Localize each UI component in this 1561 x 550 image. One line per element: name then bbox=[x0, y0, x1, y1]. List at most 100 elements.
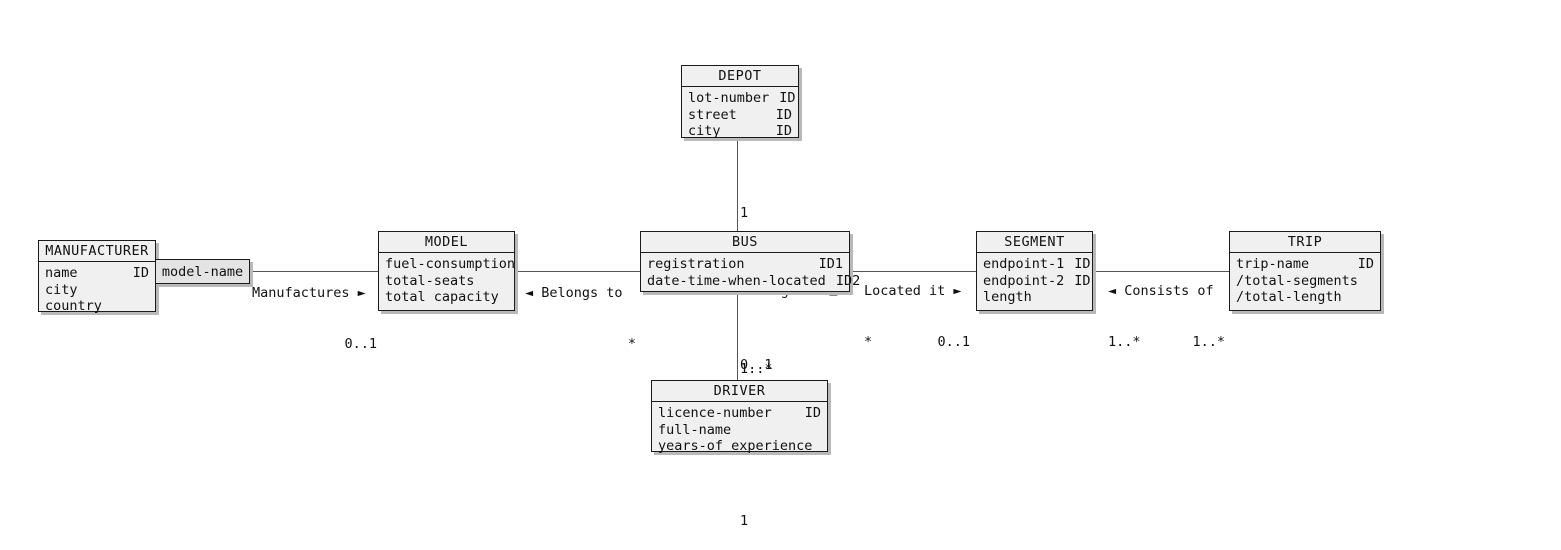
qualifier-model-name[interactable]: model-name bbox=[155, 259, 250, 284]
attribute-name: endpoint-1 bbox=[983, 256, 1065, 272]
entity-depot-title: DEPOT bbox=[682, 66, 798, 87]
connector-model-bus bbox=[515, 271, 641, 272]
attribute-row: lot-number ID bbox=[688, 90, 796, 107]
entity-trip-attributes: trip-name ID /total-segments /total-leng… bbox=[1230, 253, 1380, 310]
attribute-key: ID bbox=[1074, 256, 1091, 272]
attribute-name: country bbox=[45, 298, 102, 314]
entity-model-attributes: fuel-consumption total-seats total capac… bbox=[379, 253, 515, 310]
entity-depot-attributes: lot-number ID street ID city ID bbox=[682, 87, 798, 144]
attribute-row: name ID bbox=[45, 265, 149, 282]
entity-trip-title: TRIP bbox=[1230, 232, 1380, 253]
relationship-located-it-multiplicities: * 0..1 bbox=[864, 334, 970, 351]
attribute-row: total capacity bbox=[385, 289, 508, 306]
attribute-row: total-seats bbox=[385, 273, 508, 290]
attribute-name: years-of experience bbox=[658, 438, 813, 454]
attribute-row: registration ID1 bbox=[647, 256, 843, 273]
multiplicity-right: 1..* bbox=[1192, 334, 1225, 350]
connector-bus-driver bbox=[737, 291, 738, 381]
attribute-row: fuel-consumption bbox=[385, 256, 515, 273]
entity-driver-attributes: licence-number ID full-name years-of exp… bbox=[652, 402, 827, 459]
entity-manufacturer-attributes: name ID city country bbox=[39, 262, 155, 319]
attribute-row: full-name bbox=[658, 422, 821, 439]
attribute-name: registration bbox=[647, 256, 745, 272]
relationship-located-it: Located it ► * 0..1 bbox=[864, 249, 970, 385]
attribute-row: endpoint-2 ID bbox=[983, 272, 1091, 290]
entity-bus[interactable]: BUS registration ID1 date-time-when-loca… bbox=[640, 231, 860, 293]
attribute-row: city bbox=[45, 282, 149, 299]
entity-bus-attributes: registration ID1 date-time-when-located … bbox=[641, 253, 860, 293]
attribute-key: ID bbox=[1074, 272, 1091, 289]
attribute-name: full-name bbox=[658, 421, 732, 438]
attribute-name: total-seats bbox=[385, 272, 475, 289]
relationship-belongs-to-model: ◄ Belongs to * bbox=[525, 251, 636, 387]
entity-depot[interactable]: DEPOT lot-number ID street ID city ID bbox=[681, 65, 799, 139]
relationship-manufactures-multiplicities: 0..1 bbox=[252, 336, 377, 353]
attribute-name: date-time-when-located bbox=[647, 272, 826, 289]
attribute-key: ID1 bbox=[818, 256, 843, 272]
attribute-key: ID bbox=[779, 90, 796, 106]
connector-depot-bus bbox=[737, 138, 738, 233]
attribute-key: ID bbox=[775, 106, 792, 123]
relationship-belongs-to-model-multiplicities: * bbox=[525, 336, 636, 353]
entity-model-title: MODEL bbox=[379, 232, 514, 253]
entity-model[interactable]: MODEL fuel-consumption total-seats total… bbox=[378, 231, 515, 311]
relationship-manufactures: Manufactures ► 0..1 bbox=[252, 251, 377, 387]
connector-bus-segment bbox=[849, 271, 976, 272]
multiplicity-left: * bbox=[864, 334, 873, 350]
entity-bus-title: BUS bbox=[641, 232, 849, 253]
attribute-key: ID bbox=[1357, 256, 1374, 272]
attribute-name: city bbox=[688, 123, 721, 139]
relationship-manufactures-name: Manufactures ► bbox=[252, 285, 366, 301]
multiplicity-top: 1 bbox=[740, 205, 749, 221]
entity-manufacturer-title: MANUFACTURER bbox=[39, 241, 155, 262]
multiplicity-right: 0..1 bbox=[344, 336, 377, 352]
entity-driver-title: DRIVER bbox=[652, 381, 827, 402]
relationship-located-it-name: Located it ► bbox=[864, 283, 962, 299]
multiplicity-bottom: 1..* bbox=[740, 361, 773, 377]
attribute-row: city ID bbox=[688, 123, 792, 140]
multiplicity-left: 1..* bbox=[1108, 334, 1141, 350]
attribute-row: endpoint-1 ID bbox=[983, 256, 1091, 273]
attribute-row: street ID bbox=[688, 107, 792, 124]
attribute-name: city bbox=[45, 281, 78, 298]
qualifier-model-name-label: model-name bbox=[161, 263, 244, 280]
attribute-name: lot-number bbox=[688, 90, 770, 106]
attribute-name: licence-number bbox=[658, 405, 772, 421]
attribute-row: /total-segments bbox=[1236, 273, 1374, 290]
entity-segment-attributes: endpoint-1 ID endpoint-2 ID length bbox=[977, 253, 1092, 310]
multiplicity-bottom: 1 bbox=[740, 513, 749, 529]
multiplicity-top: 0..1 bbox=[740, 357, 773, 373]
attribute-name: /total-length bbox=[1236, 289, 1342, 305]
attribute-row: licence-number ID bbox=[658, 405, 821, 422]
attribute-row: length bbox=[983, 289, 1086, 306]
attribute-row: years-of experience bbox=[658, 438, 821, 455]
attribute-name: total capacity bbox=[385, 289, 499, 305]
attribute-key: ID bbox=[804, 405, 821, 421]
attribute-row: date-time-when-located ID2 bbox=[647, 272, 860, 290]
attribute-key: ID bbox=[132, 265, 149, 281]
entity-segment[interactable]: SEGMENT endpoint-1 ID endpoint-2 ID leng… bbox=[976, 231, 1093, 311]
attribute-name: endpoint-2 bbox=[983, 272, 1065, 289]
connector-segment-trip bbox=[1092, 271, 1230, 272]
attribute-name: trip-name bbox=[1236, 256, 1310, 272]
attribute-name: name bbox=[45, 265, 78, 281]
entity-manufacturer[interactable]: MANUFACTURER name ID city country bbox=[38, 240, 156, 314]
attribute-row: /total-length bbox=[1236, 289, 1374, 306]
attribute-name: length bbox=[983, 289, 1032, 305]
attribute-key: ID bbox=[775, 123, 792, 139]
attribute-name: street bbox=[688, 106, 737, 123]
multiplicity-right: 0..1 bbox=[937, 334, 970, 350]
entity-segment-title: SEGMENT bbox=[977, 232, 1092, 253]
multiplicity-right: * bbox=[627, 336, 636, 352]
attribute-row: trip-name ID bbox=[1236, 256, 1374, 273]
attribute-name: fuel-consumption bbox=[385, 256, 516, 272]
entity-trip[interactable]: TRIP trip-name ID /total-segments /total… bbox=[1229, 231, 1381, 311]
relationship-belongs-to-model-name: ◄ Belongs to bbox=[525, 285, 623, 301]
attribute-row: country bbox=[45, 298, 149, 315]
entity-driver[interactable]: DRIVER licence-number ID full-name years… bbox=[651, 380, 828, 454]
relationship-consists-of-multiplicities: 1..* 1..* bbox=[1108, 334, 1225, 351]
attribute-name: /total-segments bbox=[1236, 272, 1358, 289]
relationship-consists-of-name: ◄ Consists of bbox=[1108, 283, 1214, 299]
attribute-key: ID2 bbox=[835, 272, 861, 289]
